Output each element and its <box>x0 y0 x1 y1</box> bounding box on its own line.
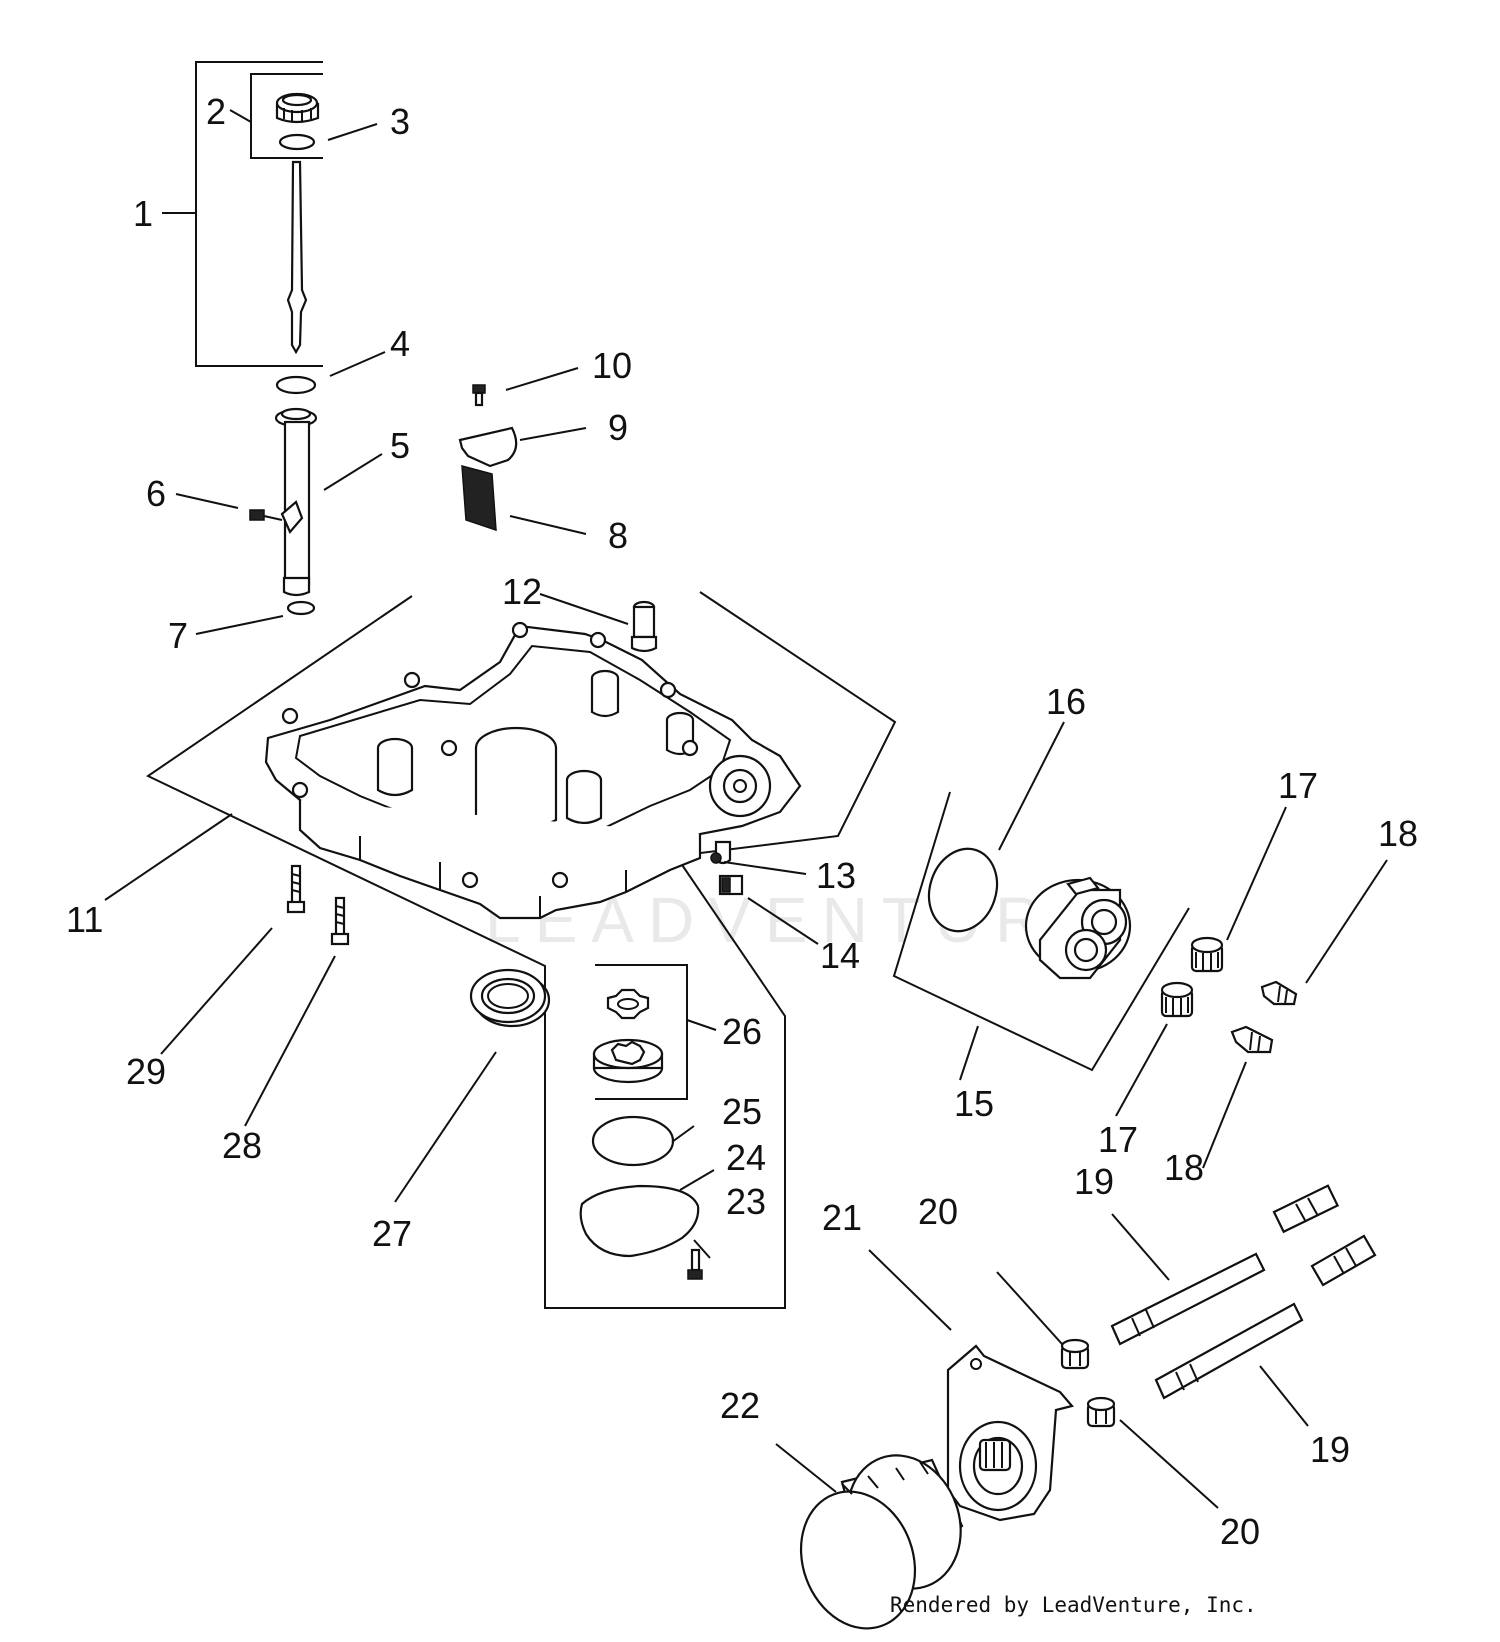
callout-10: 10 <box>592 345 632 386</box>
callout-6: 6 <box>146 473 166 514</box>
hose-barb-part-18-upper <box>1260 980 1298 1006</box>
pump-cover-screw-part <box>687 1248 703 1280</box>
leader-lines <box>104 109 1388 1509</box>
cap-o-ring-part <box>278 133 316 151</box>
oil-pan-frame <box>146 591 897 1309</box>
callout-24: 24 <box>726 1137 766 1178</box>
callout-3: 3 <box>390 101 410 142</box>
filter-adapter-bracket <box>892 791 1190 1072</box>
dipstick-cap-part <box>275 92 320 124</box>
drain-plug-part <box>630 600 658 653</box>
bolt-part-29 <box>286 864 306 914</box>
callout-25: 25 <box>722 1091 762 1132</box>
oil-filter-adapter-part <box>1024 876 1132 980</box>
adapter-o-ring-part <box>927 847 999 933</box>
remote-filter-mount-part <box>946 1344 1074 1522</box>
render-credit: Rendered by LeadVenture, Inc. <box>890 1593 1257 1617</box>
callout-13: 13 <box>816 855 856 896</box>
callout-12: 12 <box>502 571 542 612</box>
callout-5: 5 <box>390 425 410 466</box>
oil-hose-part-19-upper <box>1110 1184 1340 1346</box>
fitting-part-20-upper <box>1060 1338 1090 1370</box>
oil-pan-part <box>264 621 802 920</box>
fitting-part-20-lower <box>1086 1396 1116 1428</box>
screw-part <box>472 384 486 407</box>
callout-1: 1 <box>133 193 153 234</box>
dipstick-blade-part <box>286 160 308 355</box>
callout-8: 8 <box>608 515 628 556</box>
pump-inner-rotor-part <box>606 988 650 1020</box>
callout-17-upper: 17 <box>1278 765 1318 806</box>
callout-27: 27 <box>372 1213 412 1254</box>
hose-barb-part-18-lower <box>1230 1025 1274 1054</box>
callout-9: 9 <box>608 407 628 448</box>
tube-top-o-ring-part <box>275 375 317 395</box>
oil-filter-part <box>799 1454 964 1630</box>
callout-23: 23 <box>726 1181 766 1222</box>
callout-20-upper: 20 <box>918 1191 958 1232</box>
callout-18-lower: 18 <box>1164 1147 1204 1188</box>
baffle-plate-part <box>458 426 518 468</box>
callout-22: 22 <box>720 1385 760 1426</box>
breather-element-part <box>461 465 497 532</box>
tube-screw-part <box>249 509 283 521</box>
callout-15: 15 <box>954 1083 994 1124</box>
oil-hose-part-19-lower <box>1154 1234 1377 1400</box>
callout-7: 7 <box>168 615 188 656</box>
callout-4: 4 <box>390 323 410 364</box>
callout-14: 14 <box>820 935 860 976</box>
pump-o-ring-part <box>591 1115 675 1167</box>
callout-2: 2 <box>206 91 226 132</box>
fitting-part-17-upper <box>1190 936 1224 973</box>
oil-seal-part <box>469 968 551 1028</box>
callout-20-lower: 20 <box>1220 1511 1260 1552</box>
callout-19-upper: 19 <box>1074 1161 1114 1202</box>
callout-18-upper: 18 <box>1378 813 1418 854</box>
fitting-part-17-lower <box>1160 981 1194 1018</box>
pump-outer-rotor-part <box>592 1038 664 1084</box>
callout-28: 28 <box>222 1125 262 1166</box>
oil-pump-bracket <box>595 964 688 1100</box>
callout-29: 29 <box>126 1051 166 1092</box>
callout-16: 16 <box>1046 681 1086 722</box>
pump-cover-part <box>579 1184 700 1258</box>
callout-11: 11 <box>66 899 103 940</box>
callout-labels: 1 2 3 4 5 6 7 8 9 10 11 12 13 14 15 16 1… <box>66 91 1418 1552</box>
fitting-part-14 <box>718 874 744 896</box>
bolt-part-28 <box>330 896 350 946</box>
callout-19-lower: 19 <box>1310 1429 1350 1470</box>
plug-part-13 <box>710 852 722 864</box>
callout-21: 21 <box>822 1197 862 1238</box>
dipstick-tube-part <box>274 407 318 597</box>
callout-26: 26 <box>722 1011 762 1052</box>
tube-bottom-o-ring-part <box>286 600 316 616</box>
callout-17-lower: 17 <box>1098 1119 1138 1160</box>
